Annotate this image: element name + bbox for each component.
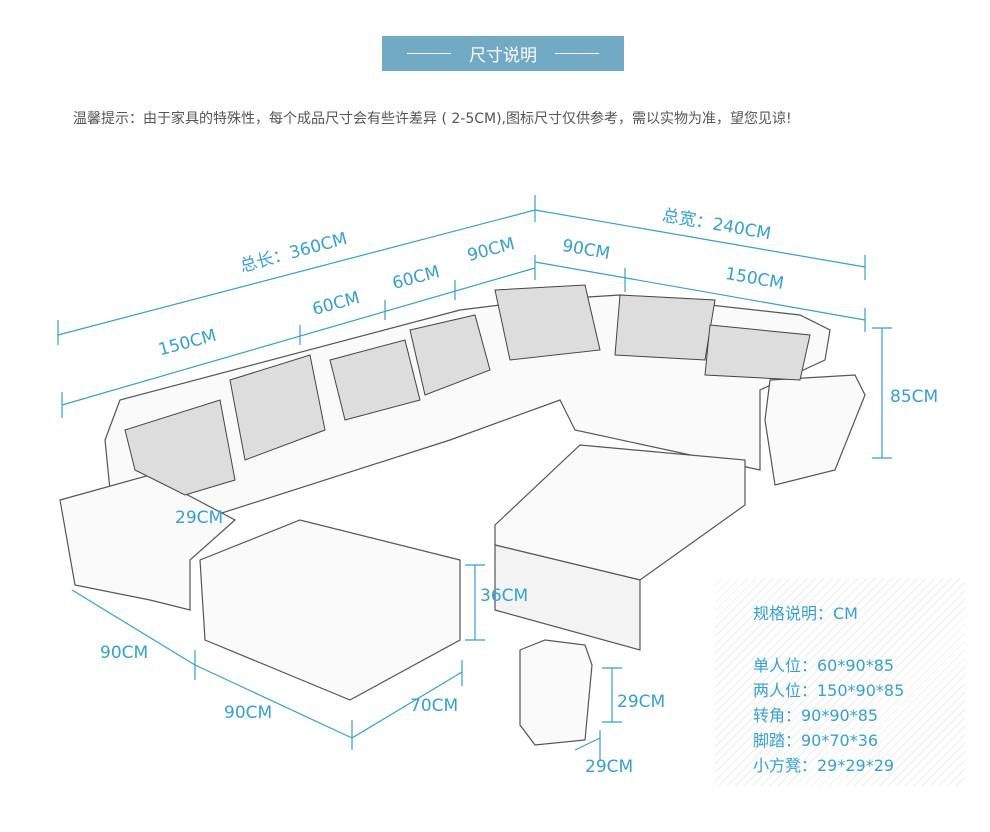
spec-item: 小方凳：29*29*29 xyxy=(753,756,895,775)
spec-panel: 规格说明：CM 单人位：60*90*85 两人位：150*90*85 转角：90… xyxy=(715,578,965,786)
divider xyxy=(407,53,451,54)
dim-footrest-36: 36CM xyxy=(480,586,529,606)
spec-item: 脚踏：90*70*36 xyxy=(753,731,879,750)
spec-item: 两人位：150*90*85 xyxy=(753,681,905,700)
spec-title: 规格说明：CM xyxy=(753,604,858,623)
dim-armrest-29: 29CM xyxy=(175,508,224,528)
spec-item: 单人位：60*90*85 xyxy=(753,656,895,675)
dim-footrest-70: 70CM xyxy=(410,696,459,716)
spec-item: 转角：90*90*85 xyxy=(753,706,879,725)
dim-chaise-90-depth: 90CM xyxy=(100,643,149,663)
dim-stool-width-29: 29CM xyxy=(585,757,634,777)
divider xyxy=(555,53,599,54)
dim-stool-height-29: 29CM xyxy=(617,692,666,712)
notice-text: 温馨提示：由于家具的特殊性，每个成品尺寸会有些许差异 ( 2-5CM),图标尺寸… xyxy=(73,111,792,127)
dimension-lines xyxy=(57,195,892,760)
dim-chaise-90-width: 90CM xyxy=(224,703,273,723)
section-title: 尺寸说明 xyxy=(382,36,624,71)
cushions xyxy=(124,284,811,496)
dim-height-85: 85CM xyxy=(890,387,939,407)
section-title-text: 尺寸说明 xyxy=(469,46,537,66)
